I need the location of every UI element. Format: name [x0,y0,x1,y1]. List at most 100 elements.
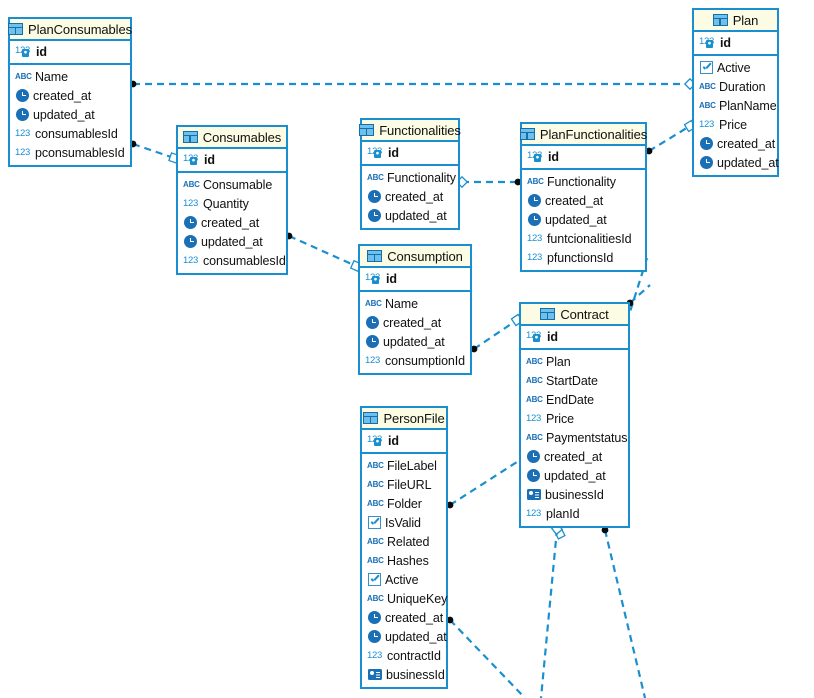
entity-table-plan[interactable]: Plan123●idActiveABCDurationABCPlanName12… [692,8,779,177]
relationship-contract-to-offscreen-d[interactable] [626,284,651,307]
relationship-personfile-to-offscreen-a[interactable] [446,616,526,698]
primary-key-label: id [548,149,559,164]
attribute-label: UniqueKey [387,591,448,606]
entity-header-consumption[interactable]: Consumption [360,246,470,268]
entity-header-consumables[interactable]: Consumables [178,127,286,149]
entity-attribute-row[interactable]: IsValid [362,513,446,532]
entity-attribute-row[interactable]: updated_at [178,232,286,251]
relationship-planconsumables-to-plan[interactable] [129,77,697,91]
entity-table-personfile[interactable]: PersonFile123●idABCFileLabelABCFileURLAB… [360,406,448,689]
entity-header-contract[interactable]: Contract [521,304,628,326]
primary-key-label: id [388,433,399,448]
entity-table-contract[interactable]: Contract123●idABCPlanABCStartDateABCEndD… [519,302,630,528]
relationship-functionalities-to-planfunctionalities[interactable] [455,175,522,189]
relationship-personfile-to-contract[interactable] [446,461,518,509]
entity-pk-section: 123●id [362,142,458,166]
relationship-planfunctionalities-to-plan[interactable] [645,119,697,155]
entity-attribute-row[interactable]: businessId [521,485,628,504]
entity-attribute-row[interactable]: created_at [522,191,645,210]
clock-icon [368,190,381,203]
attribute-label: StartDate [546,373,598,388]
attribute-label: Functionality [387,170,456,185]
attribute-label: created_at [33,88,92,103]
relationship-consumables-to-consumption[interactable] [285,232,363,273]
entity-attribute-row[interactable]: updated_at [522,210,645,229]
entity-attribute-row[interactable]: updated_at [521,466,628,485]
entity-primary-key-row[interactable]: 123●id [10,42,130,61]
entity-header-planfunctionalities[interactable]: PlanFunctionalities [519,124,647,146]
entity-primary-key-row[interactable]: 123●id [360,269,470,288]
relationship-consumption-to-contract[interactable] [470,313,524,353]
entity-attribute-row[interactable]: created_at [178,213,286,232]
attribute-label: Active [385,572,419,587]
entity-primary-key-row[interactable]: 123●id [694,33,777,52]
abc-icon: ABC [367,461,384,470]
entity-attribute-row[interactable]: created_at [10,86,130,105]
entity-attribute-row[interactable]: created_at [362,187,458,206]
abc-icon: ABC [526,395,543,404]
entity-table-consumption[interactable]: Consumption123●idABCNamecreated_atupdate… [358,244,472,375]
entity-table-consumables[interactable]: Consumables123●idABCConsumable123Quantit… [176,125,288,275]
entity-primary-key-row[interactable]: 123●id [362,143,458,162]
entity-attribute-row[interactable]: updated_at [360,332,470,351]
entity-attribute-row[interactable]: created_at [360,313,470,332]
entity-table-planfunctionalities[interactable]: PlanFunctionalities123●idABCFunctionalit… [519,122,647,272]
entity-attribute-row[interactable]: updated_at [10,105,130,124]
entity-attribute-row[interactable]: created_at [362,608,446,627]
entity-header-personfile[interactable]: PersonFile [362,408,446,430]
table-grid-icon [359,124,375,136]
entity-header-functionalities[interactable]: Functionalities [359,120,461,142]
attribute-label: created_at [385,189,444,204]
entity-attribute-row[interactable]: businessId [362,665,446,684]
entity-primary-key-row[interactable]: 123●id [362,431,446,450]
entity-primary-key-row[interactable]: 123●id [522,147,645,166]
entity-attribute-row[interactable]: created_at [694,134,777,153]
entity-attribute-row[interactable]: updated_at [362,627,447,646]
relationship-planconsumables-to-consumables[interactable] [129,140,180,164]
entity-header-plan[interactable]: Plan [694,10,777,32]
entity-attribute-row[interactable]: updated_at [694,153,779,172]
entity-attribute-row[interactable]: Active [694,58,777,77]
entity-header-planconsumables[interactable]: PlanConsumables [8,19,132,41]
clock-icon [184,216,197,229]
entity-attribute-row[interactable]: Active [362,570,446,589]
attribute-label: Active [717,60,751,75]
entity-primary-key-row[interactable]: 123●id [178,150,286,169]
entity-attribute-row[interactable]: created_at [521,447,628,466]
entity-attribute-row[interactable]: updated_at [362,206,458,225]
relationship-contract-to-offscreen-c[interactable] [601,526,647,698]
relationship-contract-to-offscreen-b[interactable] [539,522,564,698]
entity-primary-key-row[interactable]: 123●id [521,327,628,346]
